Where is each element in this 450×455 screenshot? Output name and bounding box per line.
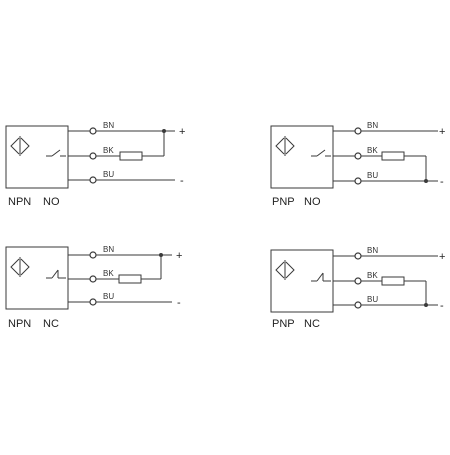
switch-nc-icon bbox=[46, 269, 66, 279]
output-type-label: PNP bbox=[272, 318, 295, 330]
wire-bk: BK bbox=[68, 131, 165, 161]
diagram-npn-nc: BN BK BU + - NPN NC bbox=[5, 245, 182, 330]
wire-label-bn: BN bbox=[103, 121, 114, 130]
sensor-body bbox=[5, 246, 69, 310]
contact-type-label: NO bbox=[304, 196, 321, 208]
wire-bn: BN bbox=[68, 121, 175, 135]
switch-nc-icon bbox=[311, 272, 331, 282]
terminal-icon bbox=[354, 177, 362, 185]
load-resistor-icon bbox=[381, 151, 405, 161]
minus-sign: - bbox=[440, 176, 444, 188]
wire-label-bn: BN bbox=[103, 245, 114, 254]
minus-sign: - bbox=[440, 300, 444, 312]
terminal-icon bbox=[89, 176, 97, 184]
plus-sign: + bbox=[179, 126, 185, 138]
output-type-label: NPN bbox=[8, 318, 31, 330]
terminal-icon bbox=[354, 152, 362, 160]
wire-label-bu: BU bbox=[367, 171, 378, 180]
contact-type-label: NO bbox=[43, 196, 60, 208]
wire-label-bu: BU bbox=[367, 295, 378, 304]
terminal-icon bbox=[354, 277, 362, 285]
contact-type-label: NC bbox=[304, 318, 320, 330]
wire-label-bn: BN bbox=[367, 246, 378, 255]
wire-label-bu: BU bbox=[103, 292, 114, 301]
junction-dot-icon bbox=[424, 303, 428, 307]
wire-label-bk: BK bbox=[103, 269, 114, 278]
sensor-body bbox=[5, 125, 69, 189]
terminal-icon bbox=[89, 298, 97, 306]
wire-bu: BU bbox=[333, 295, 438, 309]
load-resistor-icon bbox=[381, 276, 405, 286]
minus-sign: - bbox=[177, 297, 181, 309]
wire-bn: BN bbox=[333, 121, 438, 135]
junction-dot-icon bbox=[159, 253, 163, 257]
wire-bu: BU bbox=[68, 170, 175, 184]
plus-sign: + bbox=[439, 251, 445, 263]
load-resistor-icon bbox=[119, 151, 143, 161]
junction-dot-icon bbox=[162, 129, 166, 133]
contact-type-label: NC bbox=[43, 318, 59, 330]
wire-bk: BK bbox=[333, 271, 427, 305]
output-type-label: NPN bbox=[8, 196, 31, 208]
diagram-pnp-no: BN BK BU + - PNP NO bbox=[270, 121, 445, 208]
terminal-icon bbox=[354, 127, 362, 135]
wire-bn: BN bbox=[68, 245, 172, 259]
sensor-body bbox=[270, 125, 334, 189]
wire-bk: BK bbox=[333, 146, 427, 181]
wire-label-bu: BU bbox=[103, 170, 114, 179]
diagram-pnp-nc: BN BK BU + - PNP NC bbox=[270, 246, 445, 330]
terminal-icon bbox=[354, 301, 362, 309]
terminal-icon bbox=[89, 127, 97, 135]
wire-bu: BU bbox=[68, 292, 172, 306]
wire-label-bk: BK bbox=[367, 271, 378, 280]
sensor-symbol-icon bbox=[275, 136, 295, 156]
diagram-npn-no: BN BK BU + - NPN NO bbox=[5, 121, 185, 208]
load-resistor-icon bbox=[118, 274, 142, 284]
terminal-icon bbox=[89, 251, 97, 259]
sensor-symbol-icon bbox=[10, 136, 30, 156]
output-type-label: PNP bbox=[272, 196, 295, 208]
wire-label-bk: BK bbox=[103, 146, 114, 155]
sensor-symbol-icon bbox=[275, 260, 295, 280]
wire-bk: BK bbox=[68, 255, 162, 284]
plus-sign: + bbox=[176, 250, 182, 262]
minus-sign: - bbox=[180, 175, 184, 187]
terminal-icon bbox=[89, 152, 97, 160]
wire-bu: BU bbox=[333, 171, 438, 185]
wire-label-bn: BN bbox=[367, 121, 378, 130]
switch-no-icon bbox=[311, 149, 331, 157]
sensor-symbol-icon bbox=[10, 257, 30, 277]
plus-sign: + bbox=[439, 126, 445, 138]
switch-no-icon bbox=[46, 149, 66, 157]
terminal-icon bbox=[354, 252, 362, 260]
junction-dot-icon bbox=[424, 179, 428, 183]
wire-bn: BN bbox=[333, 246, 438, 260]
terminal-icon bbox=[89, 275, 97, 283]
wire-label-bk: BK bbox=[367, 146, 378, 155]
